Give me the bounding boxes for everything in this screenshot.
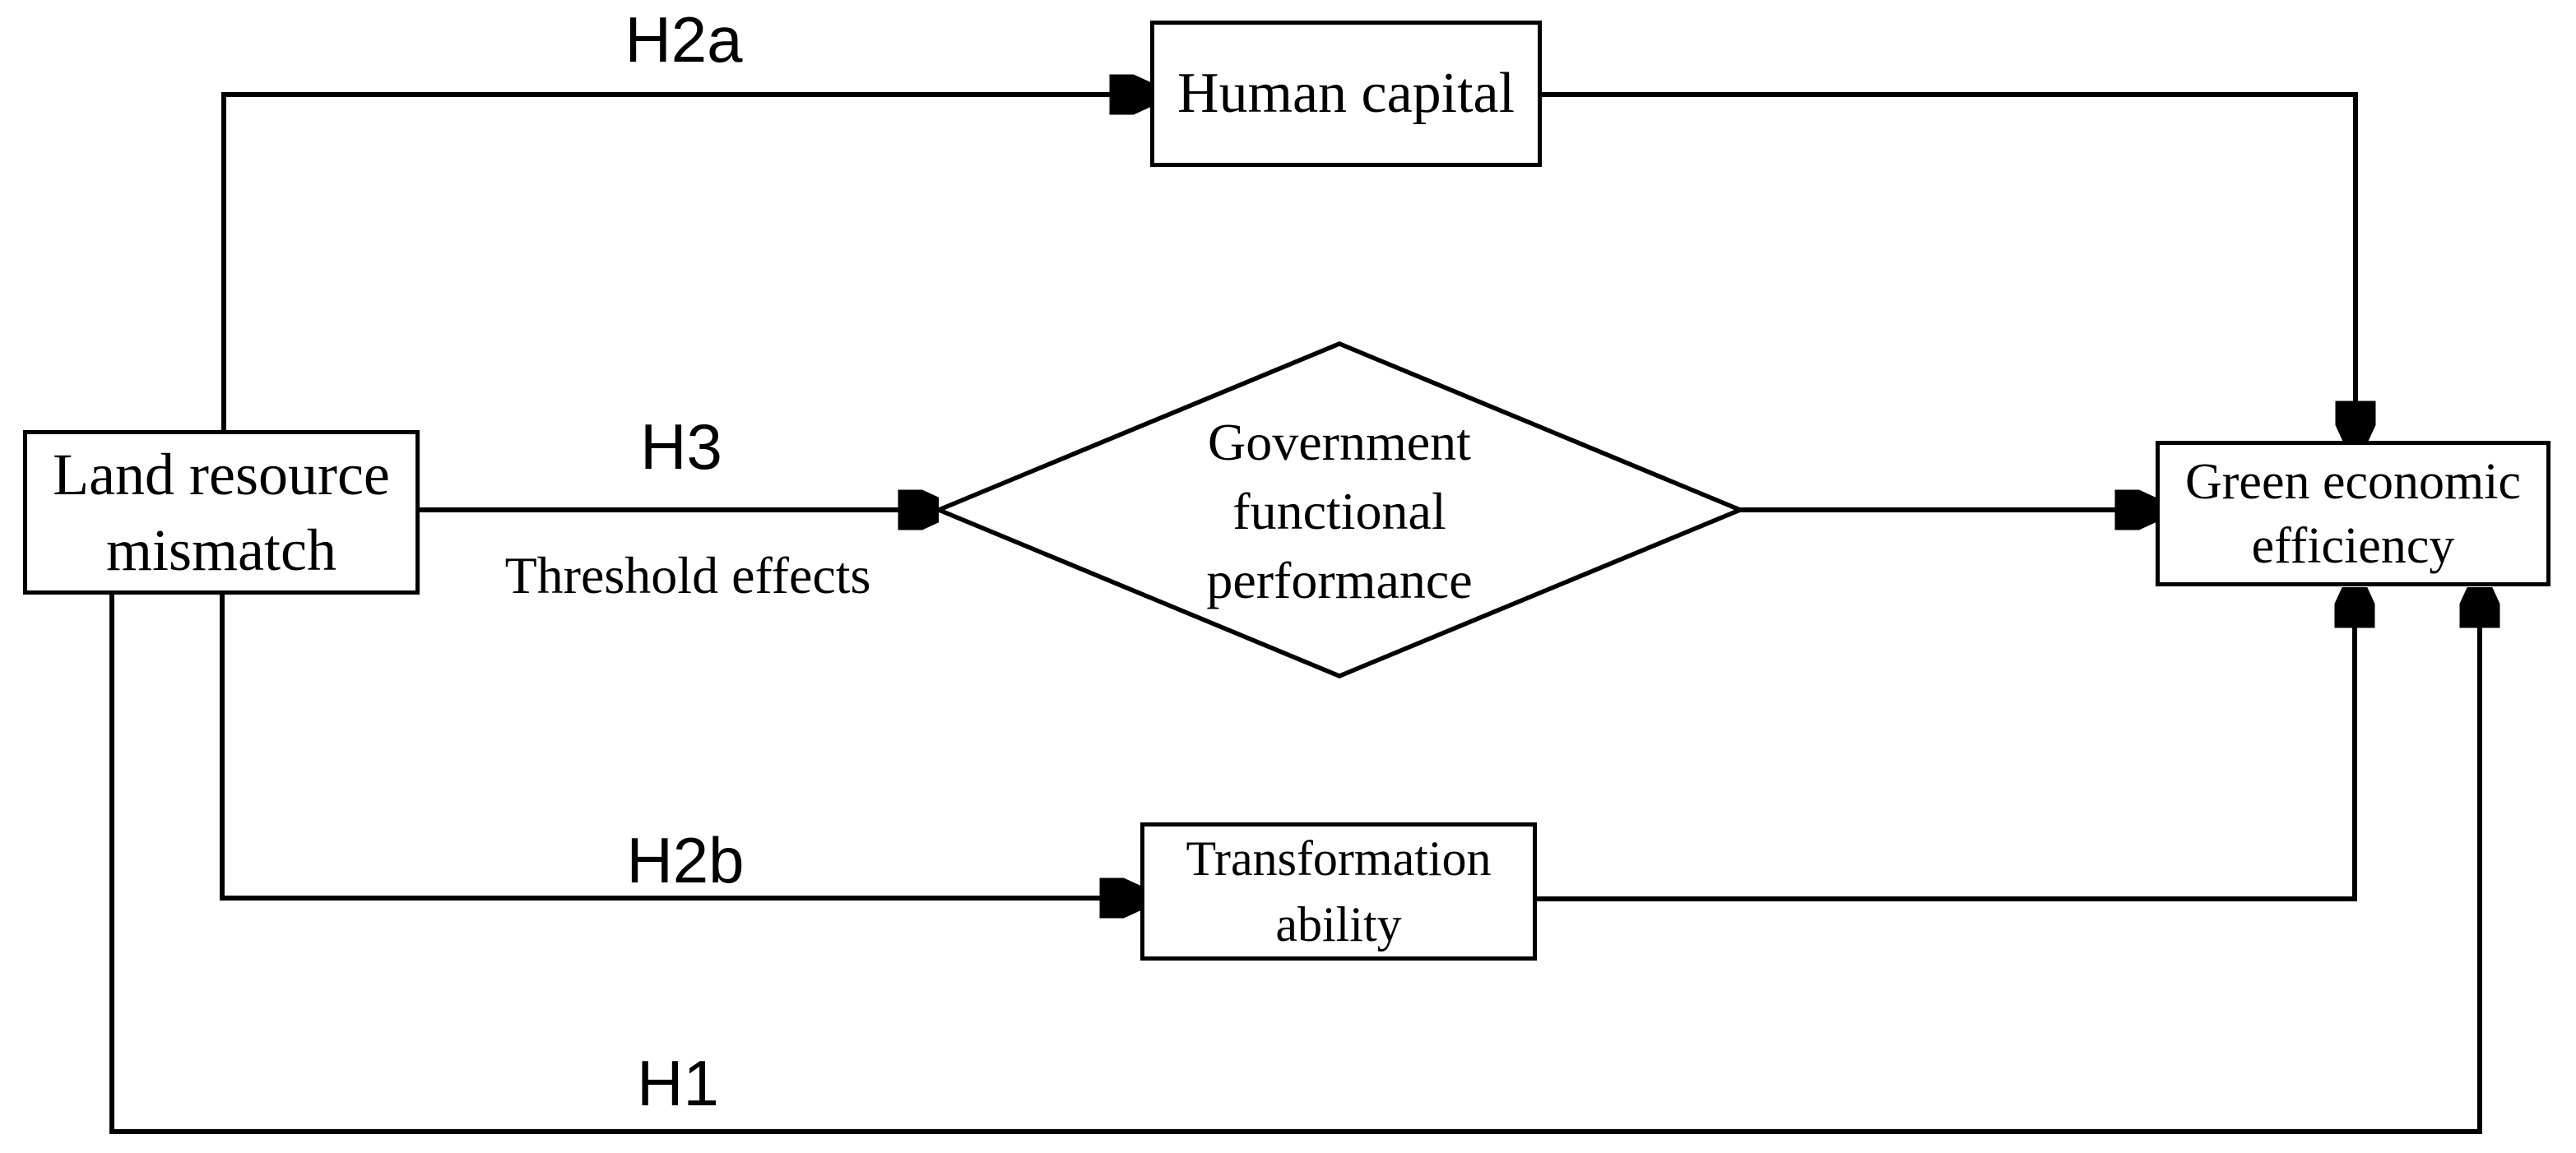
node-green-economic-efficiency: Green economic efficiency [2156, 441, 2550, 586]
hypothesis-label-h2a: H2a [624, 3, 743, 76]
hypothesis-label-h2b: H2b [626, 824, 745, 896]
edge-transformation-to-green [1537, 593, 2355, 901]
edge-h2a-land-to-human [221, 95, 1144, 430]
node-transformation-ability: Transformation ability [1140, 822, 1537, 961]
threshold-effects-label: Threshold effects [504, 546, 871, 604]
government-diamond-shape [932, 341, 1747, 678]
hypothesis-label-h3: H3 [640, 410, 722, 483]
node-government-functional-performance-label: Government functional performance [1206, 413, 1473, 609]
edge-h2b-land-to-transformation [220, 595, 1135, 898]
node-land-resource-mismatch: Land resource mismatch [23, 430, 420, 595]
node-transformation-label: Transformation ability [1186, 831, 1492, 952]
edge-human-to-green [1542, 92, 2356, 436]
node-green-label: Green economic efficiency [2185, 453, 2521, 574]
edge-h1-land-to-green [109, 593, 2480, 1134]
hypothesis-label-h1: H1 [637, 1047, 719, 1119]
node-human-label: Human capital [1177, 62, 1515, 125]
node-land-label: Land resource mismatch [53, 442, 390, 583]
node-human-capital: Human capital [1150, 21, 1542, 167]
